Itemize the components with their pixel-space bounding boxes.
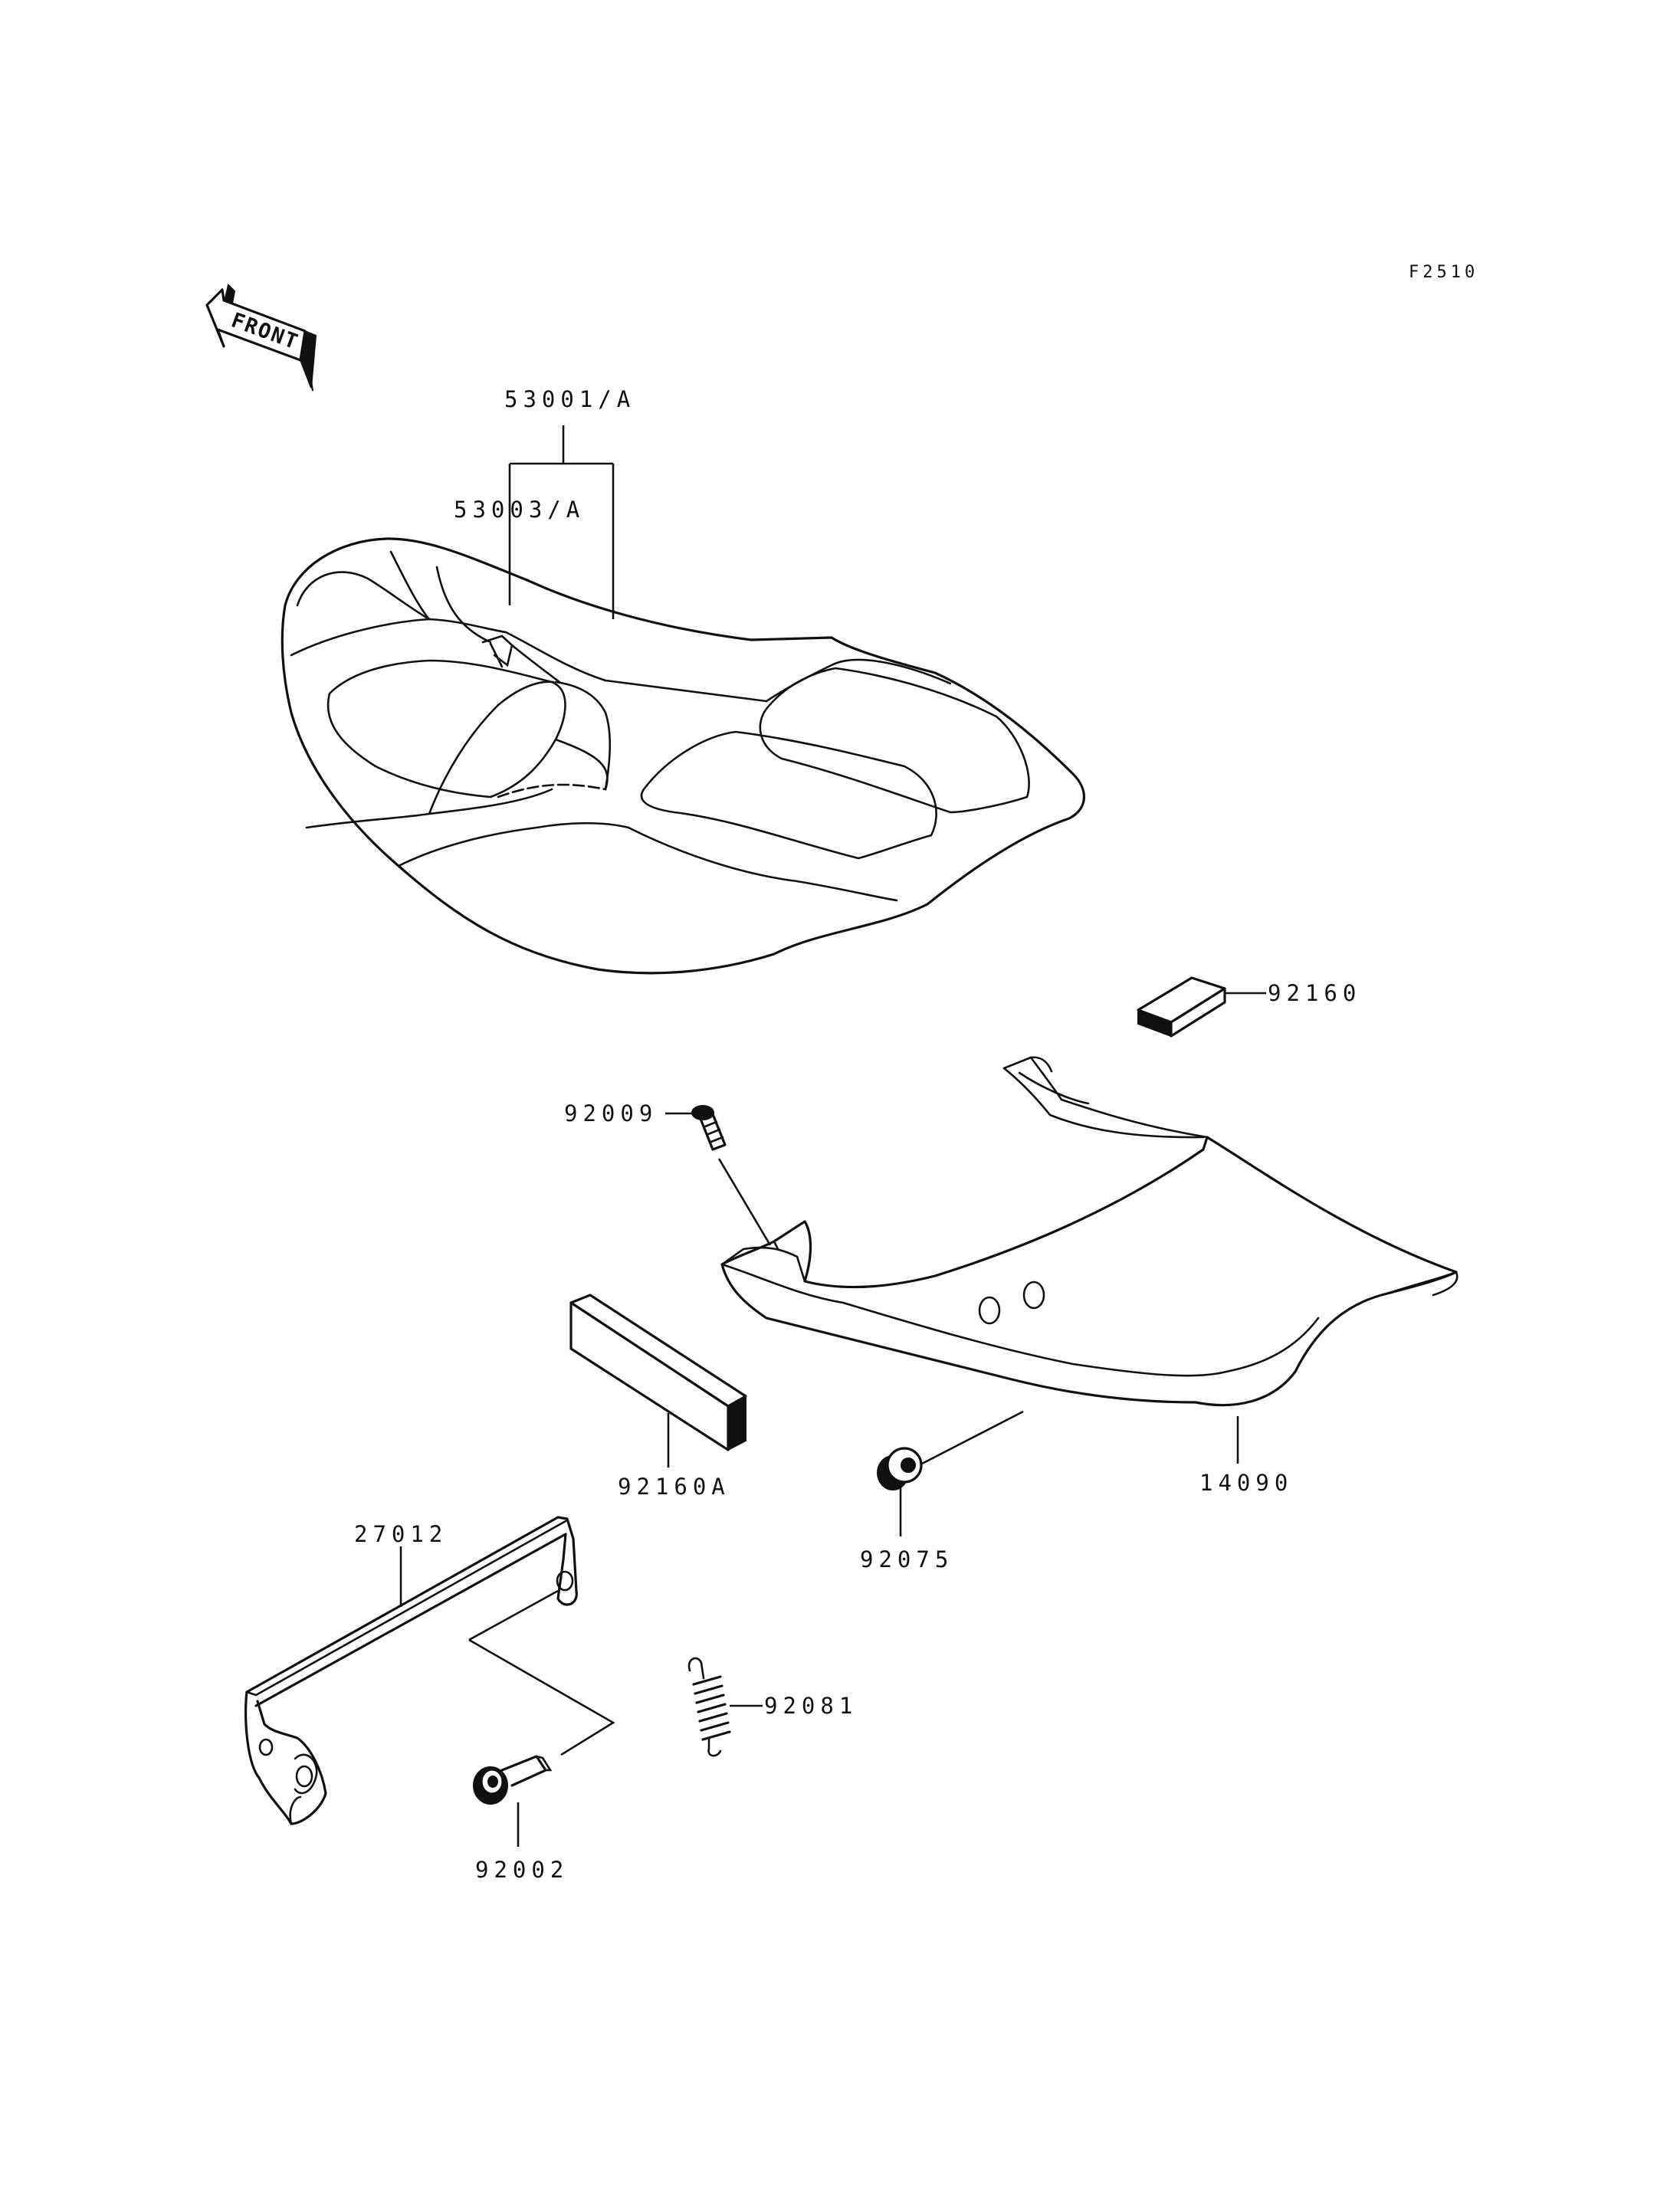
bracket-leader bbox=[399, 1546, 615, 1756]
label-92009: 92009 bbox=[564, 1100, 658, 1126]
spring bbox=[687, 1657, 731, 1757]
label-14090: 14090 bbox=[1199, 1470, 1293, 1496]
pad-small bbox=[1137, 976, 1226, 1038]
label-92081: 92081 bbox=[764, 1693, 858, 1719]
label-53003a: 53003/A bbox=[454, 497, 585, 523]
figure-id: F2510 bbox=[1409, 263, 1478, 282]
bolt bbox=[473, 1755, 553, 1805]
seat-assembly bbox=[281, 537, 1085, 975]
label-53001a: 53001/A bbox=[504, 386, 635, 412]
front-arrow-icon: FRONT bbox=[205, 284, 317, 392]
label-92002: 92002 bbox=[475, 1857, 569, 1883]
label-92160: 92160 bbox=[1268, 980, 1361, 1006]
pad-large bbox=[569, 1294, 747, 1451]
grommet bbox=[877, 1447, 923, 1490]
grommet-leader bbox=[899, 1410, 1024, 1536]
bracket bbox=[244, 1516, 578, 1825]
seat-leader bbox=[508, 425, 615, 619]
cover bbox=[720, 1056, 1459, 1407]
screw-leader bbox=[665, 1112, 772, 1246]
label-27012: 27012 bbox=[354, 1521, 448, 1547]
screw bbox=[691, 1105, 727, 1151]
label-92160a: 92160A bbox=[618, 1474, 730, 1500]
label-92075: 92075 bbox=[860, 1546, 953, 1572]
